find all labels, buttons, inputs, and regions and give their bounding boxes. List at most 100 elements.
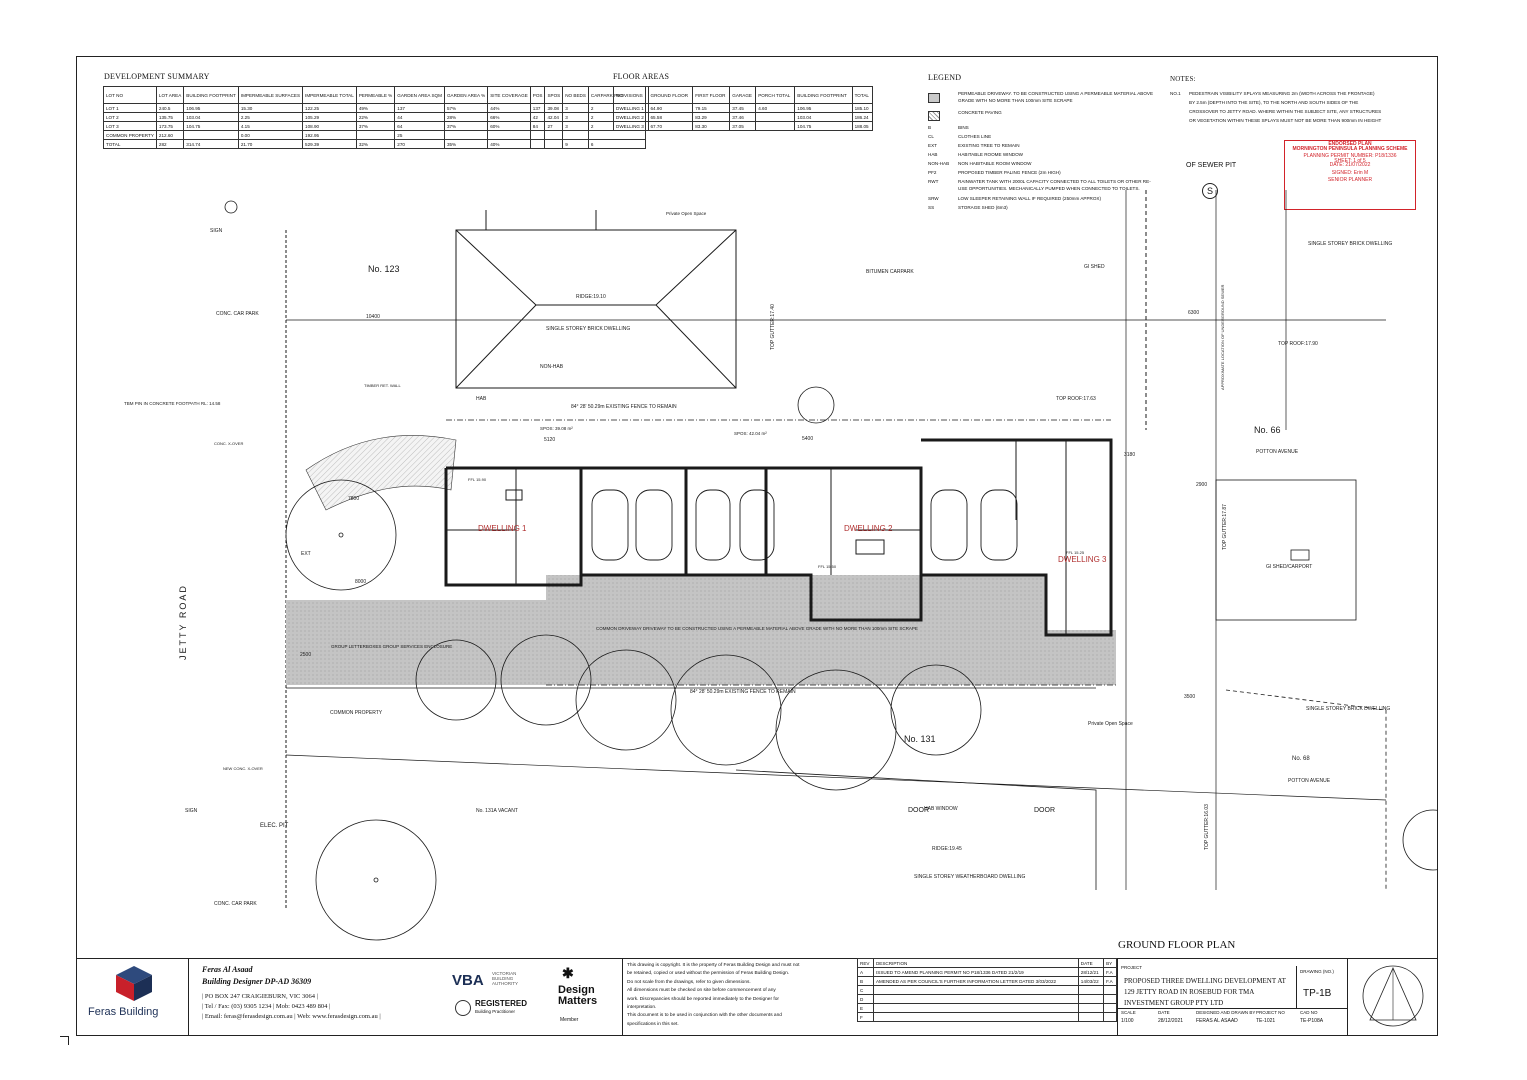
designer-name: Feras Al Asaad bbox=[202, 965, 253, 974]
table-header: SITE COVERAGE bbox=[487, 86, 531, 104]
table-cell: LOT 3 bbox=[103, 121, 157, 131]
ground-floor-site-plan: No. 123 No. 131 No. 66 No. 68 POTTON AVE… bbox=[124, 190, 1438, 941]
revision-row: E bbox=[857, 1003, 1117, 1013]
scale-label: SCALE bbox=[1121, 1010, 1136, 1015]
table-cell: 2.25 bbox=[237, 112, 304, 122]
label-jetty-road: JETTY ROAD bbox=[178, 584, 188, 660]
label-gi-shed-carport: GI SHED/CARPORT bbox=[1266, 564, 1312, 570]
revision-cell bbox=[1077, 994, 1105, 1004]
label-single-storey-brick-2: SINGLE STOREY BRICK DWELLING bbox=[1308, 241, 1392, 247]
table-cell: 37.46 bbox=[729, 112, 757, 122]
label-ffl-2: FFL 15.50 bbox=[818, 564, 837, 569]
table-cell: 108.90 bbox=[302, 121, 357, 131]
cad-value: TE-P108A bbox=[1300, 1018, 1324, 1024]
table-header: GARDEN AREA SQM bbox=[394, 86, 445, 104]
project-box: PROJECT PROPOSED THREE DWELLING DEVELOPM… bbox=[1117, 958, 1348, 1036]
table-header: GROUND FLOOR bbox=[647, 86, 694, 104]
revision-cell: E bbox=[857, 1003, 874, 1013]
copyright-line: All dimensions must be checked on site b… bbox=[627, 988, 776, 994]
label-private-open-space: Private Open Space bbox=[1088, 721, 1133, 727]
label-non-hab: NON-HAB bbox=[540, 364, 564, 370]
stamp-line: SHEET: 1 of 5 bbox=[1334, 157, 1366, 164]
sewer-pit-icon: S bbox=[1202, 183, 1218, 199]
concrete-swatch bbox=[928, 111, 940, 121]
table-cell: 44 bbox=[394, 112, 445, 122]
note-line: CROSSOVER TO JETTY ROAD. WHERE WITHIN TH… bbox=[1189, 109, 1382, 114]
sewer-pit-label: OF SEWER PIT bbox=[1186, 162, 1237, 169]
table-cell: 122.25 bbox=[302, 103, 357, 113]
table-cell: 35% bbox=[443, 139, 489, 149]
table-cell: 64.90 bbox=[647, 103, 694, 113]
label-hab-window: HAB WINDOW bbox=[924, 806, 958, 812]
label-ext-tree: EXT bbox=[301, 551, 311, 557]
stamp-line: DATE: 21/07/2022 bbox=[1329, 162, 1371, 168]
revision-header: REV bbox=[857, 958, 874, 968]
dim-10400: 10400 bbox=[366, 314, 380, 320]
floor-areas-title: FLOOR AREAS bbox=[613, 72, 670, 81]
legend-code: SRW bbox=[928, 196, 939, 201]
designer-email: | Email: feras@ferasdesign.com.au | Web:… bbox=[202, 1013, 381, 1020]
note-line: PEDESTRAIN VISIBILITY SPLAYS MEASURING 2… bbox=[1189, 91, 1375, 96]
legend-text: CLOTHES LINE bbox=[958, 134, 992, 139]
revision-cell: A bbox=[857, 967, 874, 977]
legend-text: LOW SLEEPER RETAINING WALL IF REQUIRED (… bbox=[958, 196, 1102, 201]
stamp-line: MORNINGTON PENINSULA PLANNING SCHEME bbox=[1292, 145, 1408, 152]
dev-summary-title: DEVELOPMENT SUMMARY bbox=[104, 72, 210, 81]
table-cell: 15.30 bbox=[237, 103, 304, 113]
table-cell: 44% bbox=[487, 103, 531, 113]
revision-cell bbox=[1077, 985, 1105, 995]
legend: PERMEABLE DRIVEWAY. TO BE CONSTRUCTED US… bbox=[928, 88, 1158, 228]
table-cell: 65.58 bbox=[647, 112, 694, 122]
label-no-123: No. 123 bbox=[368, 264, 400, 274]
dim-5400: 5400 bbox=[802, 436, 813, 442]
table-cell: 185.10 bbox=[851, 103, 874, 113]
table-header: LOT NO bbox=[103, 86, 157, 104]
revision-cell: F bbox=[857, 1012, 874, 1022]
note-line: BY 2.5m (DEPTH INTO THE SITE), TO THE NO… bbox=[1189, 100, 1359, 105]
label-ffl-1: FFL 15.90 bbox=[468, 477, 487, 482]
table-header: GARDEN AREA % bbox=[443, 86, 489, 104]
table-cell: 186.24 bbox=[851, 112, 874, 122]
drawing-sheet bbox=[76, 56, 1438, 1036]
table-cell: 83.29 bbox=[692, 112, 731, 122]
table-header: IMPERMEABLE SURFACES bbox=[237, 86, 304, 104]
table-cell: 49% bbox=[355, 103, 396, 113]
label-group-letterboxes: GROUP LETTERBOXES GROUP SERVICES ENCLOSU… bbox=[331, 644, 452, 649]
legend-text: NON HABITABLE ROOM WINDOW bbox=[958, 161, 1032, 166]
label-conc-carpark-2: CONC. CAR PARK bbox=[214, 901, 257, 907]
label-gi-shed: GI SHED bbox=[1084, 264, 1105, 270]
label-private-open-space-2: Private Open Space bbox=[666, 211, 707, 216]
table-cell: 4.60 bbox=[755, 103, 796, 113]
revision-cell: 28/12/21 bbox=[1077, 967, 1105, 977]
copyright-line: This drawing is copyright. It is the pro… bbox=[627, 963, 800, 968]
table-cell: 39.08 bbox=[544, 103, 564, 113]
label-spos-1: SPOS: 39.08 m² bbox=[540, 426, 573, 431]
table-header: FIRST FLOOR bbox=[692, 86, 731, 104]
table-header: NO BEDS bbox=[562, 86, 589, 104]
revision-cell: ISSUED TO AMEND PLANNING PERMIT NO P18/1… bbox=[872, 967, 1079, 977]
table-cell: 67.70 bbox=[647, 121, 694, 131]
legend-text: PERMEABLE DRIVEWAY. TO BE CONSTRUCTED US… bbox=[958, 91, 1154, 103]
label-hab: HAB bbox=[476, 396, 487, 402]
legend-code: NON-HAB bbox=[928, 161, 950, 166]
label-no-131: No. 131 bbox=[904, 734, 936, 744]
table-header: POS bbox=[529, 86, 546, 104]
label-conc-carpark: CONC. CAR PARK bbox=[216, 311, 259, 317]
table-header: SPOS bbox=[544, 86, 564, 104]
designer-address: | PO BOX 247 CRAIGIEBURN, VIC 3064 | bbox=[202, 993, 318, 1000]
project-description: PROPOSED THREE DWELLING DEVELOPMENT AT 1… bbox=[1124, 977, 1286, 1007]
label-common-driveway: COMMON DRIVEWAY DRIVEWAY TO BE CONSTRUCT… bbox=[596, 626, 918, 631]
label-potton-avenue: POTTON AVENUE bbox=[1256, 449, 1299, 455]
label-dwelling-2: DWELLING 2 bbox=[844, 524, 893, 533]
revision-row: F bbox=[857, 1012, 1117, 1022]
vba-authority: VICTORIAN BUILDING AUTHORITY bbox=[492, 971, 519, 986]
project-no-value: TE-1021 bbox=[1256, 1018, 1276, 1024]
label-door-2: DOOR bbox=[1034, 807, 1055, 814]
revision-header: DESCRIPTION bbox=[872, 958, 1079, 968]
